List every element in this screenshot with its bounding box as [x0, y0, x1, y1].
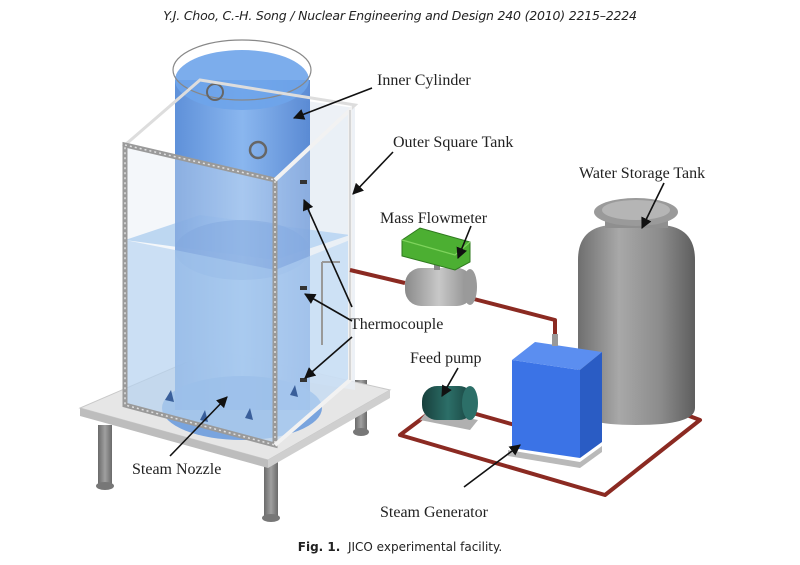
caption-text: JICO experimental facility. [347, 540, 503, 554]
arrow-thermocouple-top [303, 198, 353, 308]
label-inner-cylinder: Inner Cylinder [377, 72, 471, 89]
figure-caption: Fig. 1. JICO experimental facility. [0, 540, 800, 554]
label-water-storage-tank: Water Storage Tank [579, 165, 706, 182]
arrow-mass-flowmeter [456, 225, 472, 260]
mass-flowmeter [401, 227, 477, 306]
thermocouple-sensor [300, 286, 307, 290]
leader-arrows [169, 87, 665, 488]
label-mass-flowmeter: Mass Flowmeter [380, 210, 488, 227]
label-outer-square-tank: Outer Square Tank [393, 134, 514, 151]
arrow-feed-pump [441, 367, 459, 397]
label-thermocouple: Thermocouple [350, 316, 444, 333]
arrow-water-storage-tank [641, 182, 665, 230]
caption-number: Fig. 1. [297, 540, 341, 554]
water-storage-tank [578, 198, 695, 425]
running-head: Y.J. Choo, C.-H. Song / Nuclear Engineer… [163, 8, 637, 23]
arrow-outer-square-tank [352, 151, 394, 195]
steam-generator [508, 334, 602, 468]
arrow-thermocouple-bottom [304, 336, 353, 379]
feed-pump [420, 386, 478, 430]
arrow-steam-generator [463, 444, 521, 488]
thermocouple-sensor [300, 378, 307, 382]
arrow-thermocouple-mid [304, 293, 353, 322]
thermocouple-sensor [300, 180, 307, 184]
outer-square-tank [121, 39, 359, 449]
label-steam-nozzle: Steam Nozzle [132, 461, 222, 478]
label-steam-generator: Steam Generator [380, 504, 488, 521]
label-feed-pump: Feed pump [410, 350, 482, 367]
arrow-steam-nozzle [169, 396, 228, 457]
arrow-inner-cylinder [292, 87, 373, 120]
